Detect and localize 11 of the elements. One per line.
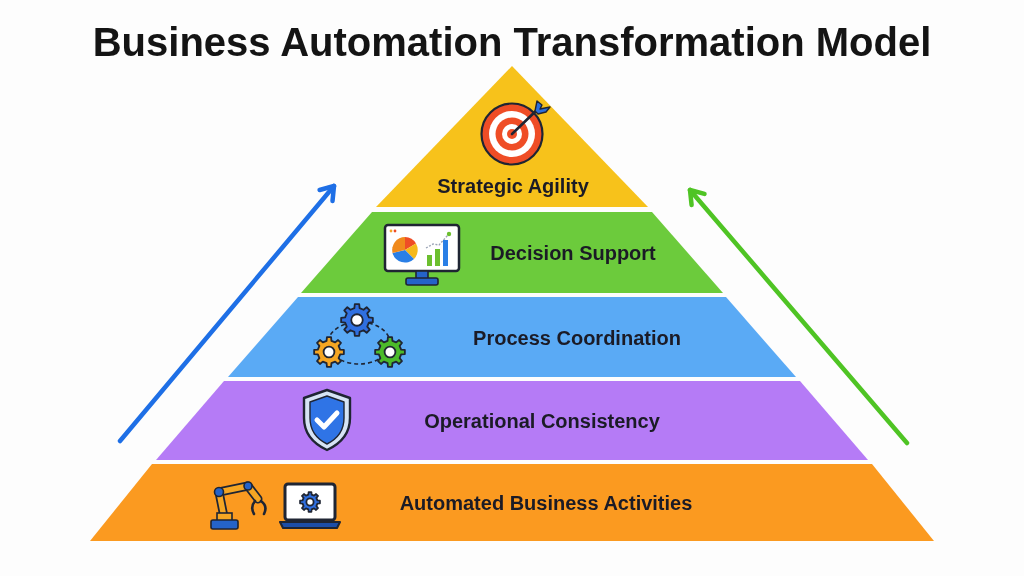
pyramid-tier — [90, 464, 934, 541]
tier-label: Strategic Agility — [437, 174, 589, 198]
pyramid-tier — [228, 297, 796, 377]
tier-label: Process Coordination — [473, 326, 681, 350]
tier-label: Decision Support — [490, 241, 656, 265]
pyramid-tier — [376, 66, 648, 207]
pyramid-tier — [301, 212, 723, 293]
pyramid-tier — [156, 381, 868, 460]
tier-label: Operational Consistency — [424, 409, 660, 433]
diagram-title: Business Automation Transformation Model — [92, 19, 932, 66]
tier-label: Automated Business Activities — [399, 491, 693, 515]
